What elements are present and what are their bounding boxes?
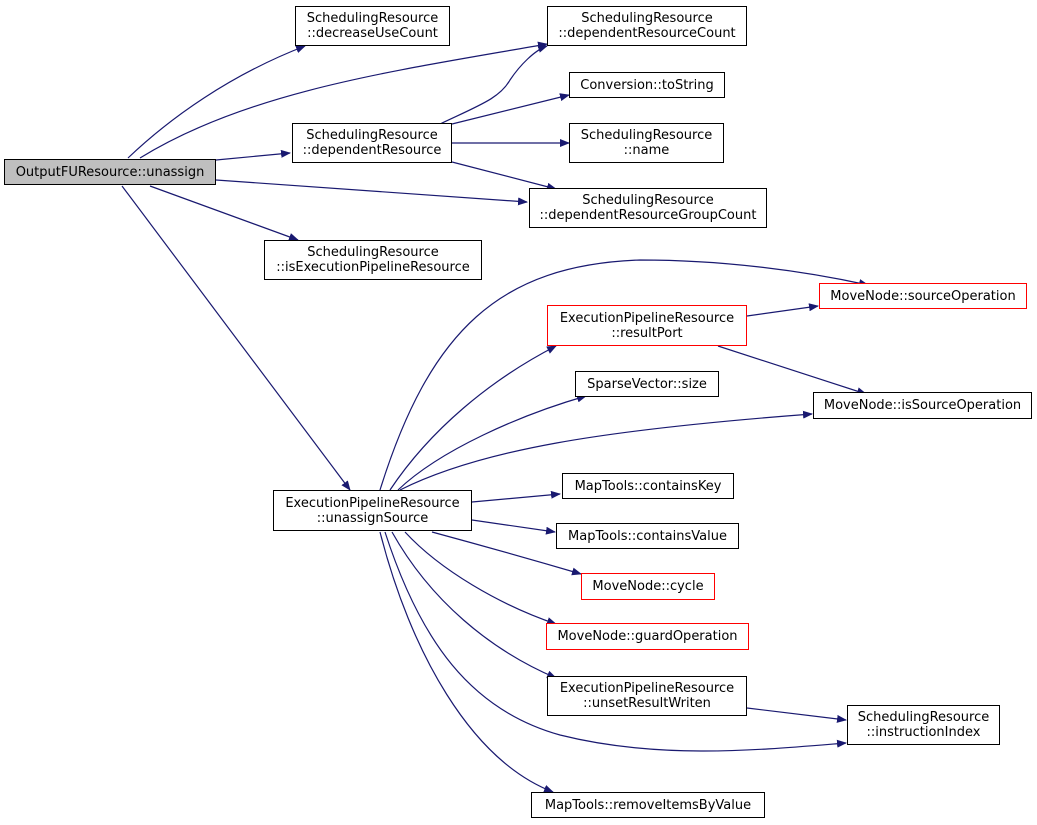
node-label-line2: ::instructionIndex [866,725,981,740]
edge-root-to-unassign-source [121,185,351,491]
edge-unassign-source-to-contains-value [471,519,556,535]
edge-root-to-decrease-use-count [127,45,306,159]
node-label-line1: Conversion::toString [580,77,714,93]
node-contains-key[interactable]: MapTools::containsKey [562,473,734,499]
node-label-line1: MapTools::containsKey [574,478,722,494]
node-label-line2: ::dependentResource [302,143,442,158]
node-scheduling-resource-name[interactable]: SchedulingResource ::name [569,123,724,163]
node-guard-operation[interactable]: MoveNode::guardOperation [546,623,749,650]
edge-unset-result-writen-to-instruction-index [746,707,847,723]
node-decrease-use-count[interactable]: SchedulingResource ::decreaseUseCount [295,6,450,46]
node-label-line2: ::dependentResourceGroupCount [539,208,757,223]
node-conversion-to-string[interactable]: Conversion::toString [569,72,725,98]
node-contains-value[interactable]: MapTools::containsValue [556,523,739,549]
edge-unassign-source-to-source-operation [379,259,869,491]
node-label-line1: ExecutionPipelineResource [559,681,735,696]
node-label-line1: SchedulingResource [307,245,439,260]
node-cycle[interactable]: MoveNode::cycle [581,573,715,600]
node-label-line1: MoveNode::isSourceOperation [823,398,1022,413]
edge-dependent-resource-to-to-string [451,93,570,125]
node-dependent-resource[interactable]: SchedulingResource ::dependentResource [292,123,452,163]
edge-result-port-to-is-source-operation [717,345,867,396]
node-label-line1: SchedulingResource [306,128,438,143]
node-label-line1: OutputFUResource::unassign [15,164,205,180]
node-label-line2: ::unassignSource [316,510,429,526]
edge-root-to-dependent-resource-count [139,41,548,159]
node-label-line2: ::resultPort [611,325,683,341]
node-remove-items-by-value[interactable]: MapTools::removeItemsByValue [531,792,765,818]
node-label-line1: SchedulingResource [582,193,714,208]
edge-root-to-is-execution-pipeline-resource [149,185,299,241]
node-instruction-index[interactable]: SchedulingResource ::instructionIndex [847,705,1000,745]
node-label-line1: MoveNode::sourceOperation [830,288,1016,304]
node-label-line1: MapTools::containsValue [568,528,727,544]
node-sparse-vector-size[interactable]: SparseVector::size [575,371,719,397]
node-unset-result-writen[interactable]: ExecutionPipelineResource ::unsetResultW… [547,676,747,716]
edge-dependent-resource-to-group-count [451,161,557,191]
edge-unassign-source-to-instruction-index [384,531,847,752]
node-unassign-source[interactable]: ExecutionPipelineResource ::unassignSour… [273,490,472,531]
edge-dependent-resource-to-dependent-resource-count [439,45,548,125]
node-label-line1: SchedulingResource [581,11,713,26]
node-source-operation[interactable]: MoveNode::sourceOperation [819,283,1027,309]
node-label-line1: ExecutionPipelineResource [559,310,735,326]
node-label-line1: MapTools::removeItemsByValue [544,797,752,813]
node-label-line2: ::dependentResourceCount [558,26,736,41]
node-label-line1: MoveNode::guardOperation [557,629,738,644]
node-label-line1: SchedulingResource [580,128,713,143]
node-label-line1: ExecutionPipelineResource [285,495,460,511]
edge-unassign-source-to-guard-operation [404,531,557,625]
edge-unassign-source-to-result-port [389,345,557,491]
node-dependent-resource-group-count[interactable]: SchedulingResource ::dependentResourceGr… [529,188,767,228]
node-label-line2: ::isExecutionPipelineResource [276,260,470,275]
node-output-fu-resource-unassign: OutputFUResource::unassign [4,159,216,185]
node-label-line2: ::decreaseUseCount [307,26,438,41]
edge-result-port-to-source-operation [746,303,819,317]
node-is-source-operation[interactable]: MoveNode::isSourceOperation [813,392,1032,419]
node-label-line2: ::unsetResultWriten [583,696,711,711]
node-result-port[interactable]: ExecutionPipelineResource ::resultPort [547,305,747,346]
node-dependent-resource-count[interactable]: SchedulingResource ::dependentResourceCo… [547,6,747,46]
node-is-execution-pipeline-resource[interactable]: SchedulingResource ::isExecutionPipeline… [264,240,482,280]
edge-unassign-source-to-sparse-vector-size [397,394,587,491]
edge-root-to-dependent-resource [215,149,291,161]
node-label-line1: SparseVector::size [587,376,707,392]
edge-unassign-source-to-unset-result-writen [391,531,557,679]
node-label-line1: SchedulingResource [306,11,439,26]
node-label-line1: SchedulingResource [857,710,990,725]
node-label-line1: MoveNode::cycle [592,579,704,594]
node-label-line2: ::name [623,143,670,158]
edge-unassign-source-to-is-source-operation [399,410,813,491]
edge-unassign-source-to-cycle [431,531,582,576]
edge-root-to-dependent-resource-group-count [215,179,528,206]
edge-unassign-source-to-contains-key [471,490,561,503]
edge-unassign-source-to-remove-items-by-value [379,531,554,793]
